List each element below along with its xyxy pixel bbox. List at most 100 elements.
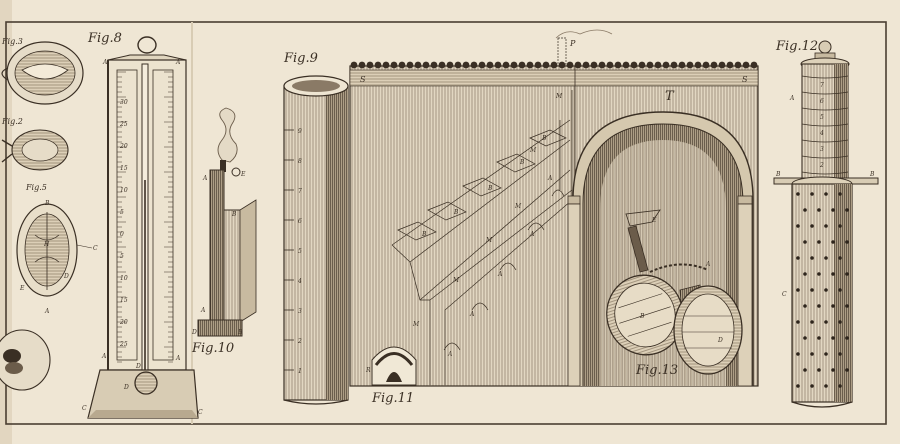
perforation [817,272,821,276]
perforation [803,368,807,372]
bead [470,61,478,69]
fig-9-scale-number: 4 [297,278,302,285]
perforation [845,336,849,340]
perforation [838,352,842,356]
fig-12-band [801,155,849,159]
perforation [817,336,821,340]
fig-9-scale-number: 6 [298,218,302,225]
bead [750,61,758,69]
perforation [817,368,821,372]
bead [566,61,574,69]
fig-2-seed: Fig.2 [1,117,69,171]
fig-10-letter-a-top: A [202,175,208,182]
perforation [845,368,849,372]
fig-8-letter-bottom-right: C [198,409,203,416]
bead [710,61,718,69]
fig-9-label: Fig.9 [283,51,318,66]
perforation [845,208,849,212]
bead [398,61,406,69]
fig-11-letter-b-3: B [487,185,493,192]
bead [406,61,414,69]
perforation [831,336,835,340]
perforation [824,352,828,356]
bead [358,61,366,69]
perforation [810,352,814,356]
fig-12-letter-c: C [782,291,787,298]
fig-8-scale-number: 30 [120,99,128,106]
bead [422,61,430,69]
bead [686,61,694,69]
bead [694,61,702,69]
perforation [796,352,800,356]
fig-12-letter-b-right: B [869,171,875,178]
fig-11-letter-p: P [569,39,576,48]
fig-12-perforation-holes [796,192,849,388]
fig-10-letter-e: E [240,171,246,178]
fig-11-letter-m-3: M [514,203,522,210]
fig-5-letter-top: B [44,200,50,207]
fig-8-scale-number: 10 [120,275,128,282]
perforation [831,272,835,276]
perforation [817,208,821,212]
bead [486,61,494,69]
fig-9-scale-number: 9 [298,128,302,135]
fig-12-band [801,75,849,79]
fig-8-scale-number: 15 [120,165,128,172]
fig-8-label: Fig.8 [87,31,122,46]
perforation [796,256,800,260]
fig-9-scale-number: 2 [297,338,302,345]
bead [638,61,646,69]
fig-11-letter-m-5: M [452,277,460,284]
fig-8-scale-number: 25 [119,341,128,348]
fig-13-letter-a: A [705,261,711,268]
bead [462,61,470,69]
perforation [838,384,842,388]
fig-11-letter-a-3: A [497,271,503,278]
bead [678,61,686,69]
fig-5-letter-bottom: A [44,308,50,315]
fig-12-letter-b-left: B [775,171,781,178]
plate-border [5,21,887,425]
fig-11-letter-a-1: A [547,175,553,182]
bead [734,61,742,69]
fig-3-egg-section: Fig.3 [1,37,84,105]
fig-8-letter-top-left: A [102,59,108,66]
bead [518,61,526,69]
fig-5-letter-center: H [43,241,50,248]
fig-10-letter-b: B [231,211,237,218]
fig-8-scale-number: 20 [119,319,128,326]
fig-11-beaded-edge [350,61,758,69]
bead [454,61,462,69]
perforation [810,320,814,324]
bead [494,61,502,69]
perforation [845,304,849,308]
perforation [838,320,842,324]
fig-10-label: Fig.10 [191,341,234,356]
perforation [838,288,842,292]
perforation [824,224,828,228]
perforation [824,192,828,196]
fig-8-scale-number: 0 [120,231,124,238]
fig-11-letter-r: R [365,367,371,374]
fig-13-letter-e: E [651,217,657,224]
fig-5-letter-right: C [93,245,98,252]
fig-12-band [801,123,849,127]
fig-12-scale-number: 3 [820,146,824,153]
perforation [838,192,842,196]
fig-13-letter-b: B [639,313,645,320]
perforation [824,288,828,292]
fig-12-scale-number: 2 [819,162,824,169]
bead [614,61,622,69]
bead [742,61,750,69]
fig-8-scale-number: 20 [119,143,128,150]
fig-11-letter-a-2: A [529,231,535,238]
fig-lower-left-seed [0,329,51,391]
fig-11-label: Fig.11 [371,391,414,406]
bead [558,61,566,69]
fig-12-scale-number: 6 [820,98,824,105]
bead [382,61,390,69]
fig-8-letter-mid-left: A [101,353,107,360]
perforation [810,288,814,292]
